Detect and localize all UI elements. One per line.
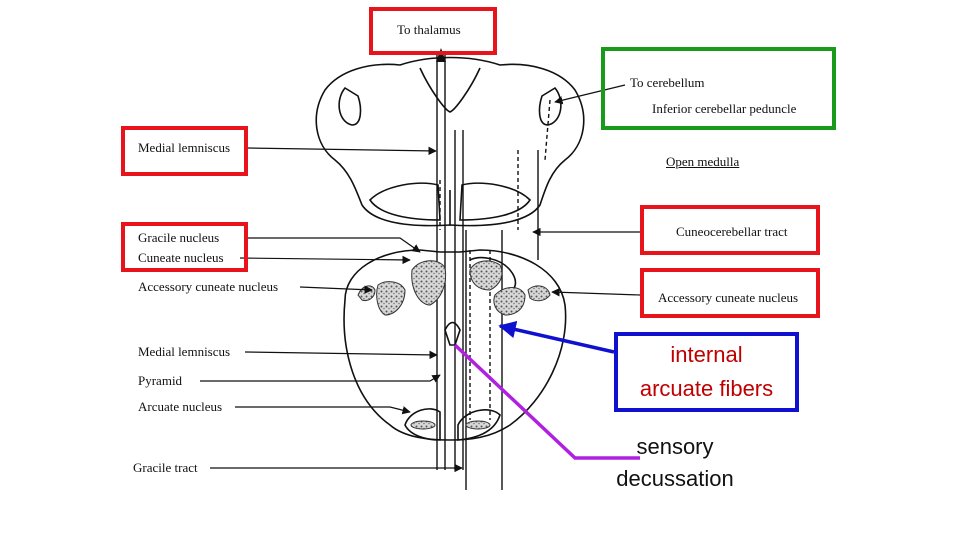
label-gracile-tract: Gracile tract [133,460,198,475]
closed-medulla-section [343,249,567,441]
leader-arrows [200,84,641,473]
stippled-nuclei [357,260,551,430]
label-to-thalamus: To thalamus [397,22,461,37]
label-accessory-cuneate-left: Accessory cuneate nucleus [138,279,279,294]
label-medial-lemniscus-lower: Medial lemniscus [138,344,231,359]
ascending-tracts [436,55,551,490]
cuneocerebellar-box [640,205,820,255]
internal-arcuate-arrow [498,320,615,354]
label-pyramid: Pyramid [138,373,183,388]
to-thalamus-box [369,7,497,55]
annotation-internal-arcuate-line2: arcuate fibers [639,376,774,401]
medial-lemniscus-upper-box [121,126,248,176]
sensory-decussation-arrow [453,343,640,460]
annotation-internal-arcuate-line1: internal [670,342,743,367]
annotation-sensory-line1: sensory [636,434,714,459]
cerebellum-box [601,47,836,130]
gracile-cuneate-box [121,222,248,272]
label-to-cerebellum: To cerebellum [630,75,705,90]
accessory-cuneate-right-box [640,268,820,318]
label-arcuate-nucleus: Arcuate nucleus [138,399,223,414]
internal-arcuate-box [614,332,799,412]
label-cuneocerebellar-tract: Cuneocerebellar tract [676,224,788,239]
label-medial-lemniscus-upper: Medial lemniscus [138,140,231,155]
to-thalamus-arrowhead [436,48,446,62]
annotation-sensory-line2: decussation [616,466,734,491]
label-inferior-cerebellar-peduncle: Inferior cerebellar peduncle [652,101,797,116]
open-medulla-section [315,56,585,227]
label-gracile-nucleus: Gracile nucleus [138,230,220,245]
label-accessory-cuneate-right: Accessory cuneate nucleus [658,290,799,305]
label-cuneate-nucleus: Cuneate nucleus [138,250,224,265]
label-open-medulla: Open medulla [666,154,740,169]
